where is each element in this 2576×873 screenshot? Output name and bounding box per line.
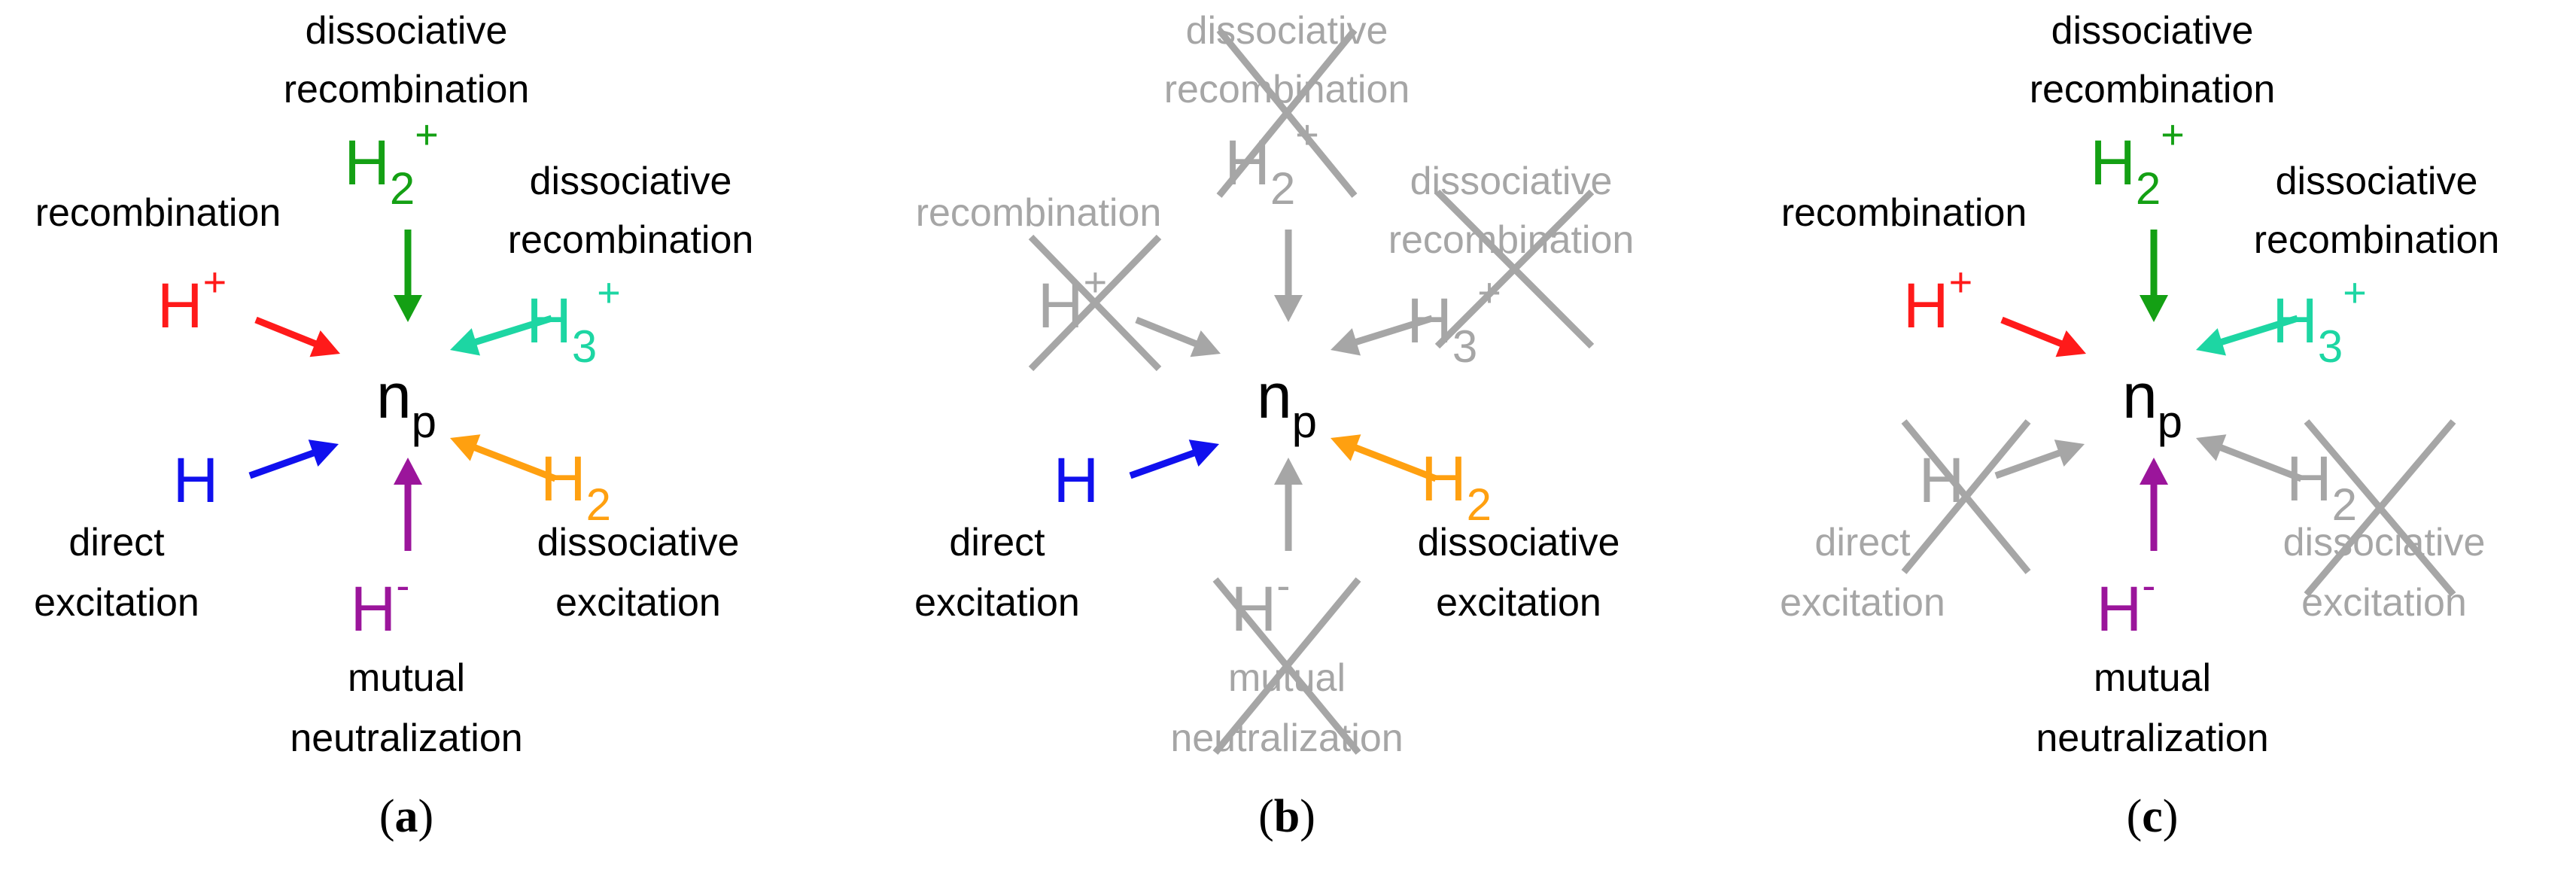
arrow (450, 434, 557, 482)
process-label: recombination (1388, 218, 1635, 262)
process-label: recombination (508, 218, 754, 262)
cross-out-mark (1216, 28, 1358, 198)
arrow (1274, 458, 1303, 551)
cross-out-mark (1434, 189, 1595, 349)
process-label: direct (1814, 521, 1911, 564)
pathway-h: direct excitation H (914, 440, 1219, 625)
cross-out-mark (1212, 577, 1361, 755)
cross-out-mark (1028, 234, 1162, 372)
arrow (2000, 316, 2086, 357)
process-label: direct (68, 521, 165, 564)
arrow (394, 230, 422, 322)
pathway-h: direct excitation H (34, 440, 339, 625)
arrow (254, 316, 340, 357)
pathway-h2: dissociative excitation H2 (2196, 419, 2486, 625)
process-label: excitation (1780, 581, 1945, 625)
process-label: recombination (1781, 191, 2027, 235)
process-label: excitation (34, 581, 199, 625)
arrow (248, 440, 339, 479)
species-h-minus: H- (2097, 563, 2156, 644)
species-h2-plus: H2+ (2090, 112, 2185, 214)
process-label: dissociative (306, 9, 508, 53)
panel-caption: (a) (379, 791, 433, 842)
panel-caption: (b) (1258, 791, 1315, 842)
process-label: neutralization (1170, 716, 1403, 760)
process-label: excitation (914, 581, 1080, 625)
arrow (1274, 230, 1303, 322)
process-label: dissociative (2276, 160, 2478, 203)
arrow (1994, 440, 2085, 479)
pathway-h-minus: mutual neutralization H- (2036, 458, 2269, 760)
process-label: excitation (555, 581, 721, 625)
process-label: recombination (2030, 68, 2276, 111)
species-h2: H2 (1421, 443, 1492, 530)
center-species: np (376, 360, 436, 447)
cross-out-mark (2304, 419, 2456, 597)
process-label: dissociative (1186, 9, 1388, 53)
arrow (2140, 230, 2168, 322)
arrow (1331, 315, 1434, 356)
process-label: dissociative (1418, 521, 1620, 564)
arrow (450, 315, 553, 356)
process-label: dissociative (2283, 521, 2486, 564)
process-label: dissociative (2051, 9, 2254, 53)
arrow (2196, 434, 2303, 482)
species-h2: H2 (540, 443, 611, 530)
panel-caption: (c) (2127, 791, 2179, 842)
arrow (1331, 434, 1437, 482)
process-label: neutralization (2036, 716, 2268, 760)
center-species: np (2122, 360, 2182, 447)
process-label: recombination (284, 68, 530, 111)
process-label: mutual (348, 656, 465, 700)
pathway-h-minus: mutual neutralization H- (290, 458, 523, 760)
process-label: dissociative (530, 160, 732, 203)
cross-out-mark (1901, 419, 2031, 574)
process-label: excitation (1436, 581, 1601, 625)
pathway-h2: dissociative excitation H2 (450, 434, 739, 625)
arrow (2196, 315, 2299, 356)
process-label: recombination (35, 191, 281, 235)
center-species: np (1257, 360, 1317, 447)
pathway-h2: dissociative excitation H2 (1331, 434, 1620, 625)
species-h: H (173, 445, 219, 516)
species-h2: H2 (2286, 443, 2357, 530)
panel-b: recombinationH+dissociativerecombination… (914, 9, 1634, 842)
process-label: recombination (2254, 218, 2500, 262)
arrow (1129, 440, 1219, 479)
species-h-plus: H+ (1903, 260, 1972, 341)
process-label: recombination (916, 191, 1162, 235)
species-h-plus: H+ (157, 260, 227, 341)
process-label: neutralization (290, 716, 522, 760)
species-h-minus: H- (351, 563, 410, 644)
species-h2-plus: H2+ (344, 112, 439, 214)
species-h: H (1054, 445, 1099, 516)
process-label: excitation (2301, 581, 2467, 625)
process-label: dissociative (537, 521, 740, 564)
process-label: mutual (2094, 656, 2211, 700)
arrow (2140, 458, 2168, 551)
arrow (394, 458, 422, 551)
process-label: direct (949, 521, 1045, 564)
arrow (1135, 316, 1221, 357)
process-label: recombination (1164, 68, 1410, 111)
